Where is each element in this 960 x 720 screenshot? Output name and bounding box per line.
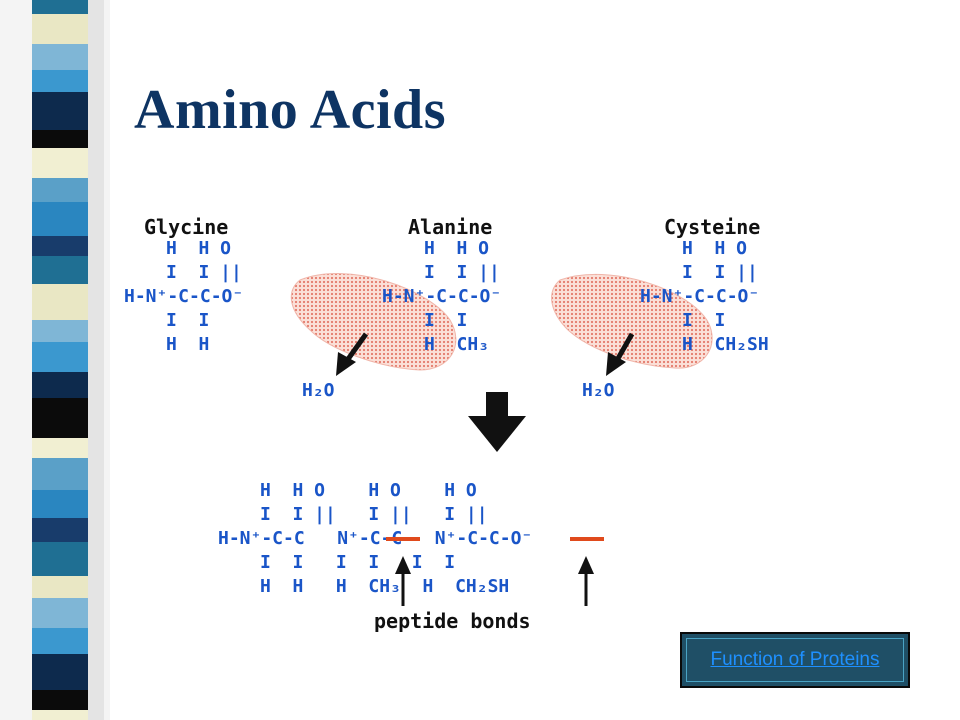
structure-row: I I I I I I <box>260 552 455 573</box>
reaction-arrow <box>468 392 526 452</box>
structure-row: H-N⁺-C-C-O⁻ <box>382 286 501 307</box>
glycine-structure: H H O I I || H-N⁺-C-C-O⁻ I I H H <box>124 238 243 355</box>
cysteine-structure: H H O I I || H-N⁺-C-C-O⁻ I I H CH₂SH <box>640 238 769 355</box>
function-of-proteins-link[interactable]: Function of Proteins <box>710 649 880 670</box>
peptide-bond-diagram: Glycine Alanine Cysteine H H O I I || H-… <box>124 215 769 633</box>
water-arrow-2 <box>606 332 635 376</box>
water-label-2: H₂O <box>582 380 615 401</box>
structure-row: I I <box>424 310 467 331</box>
alanine-structure: H H O I I || H-N⁺-C-C-O⁻ I I H CH₃ <box>382 238 501 355</box>
water-blob-2 <box>551 273 713 369</box>
water-blob-1 <box>290 273 457 371</box>
structure-row: H CH₂SH <box>682 334 769 355</box>
peptide-bonds-caption: peptide bonds <box>374 609 531 633</box>
structure-row: H H <box>166 334 209 355</box>
peptide-bond-pointer-2 <box>578 556 594 606</box>
water-arrow-1 <box>336 332 369 376</box>
function-of-proteins-link-box[interactable]: Function of Proteins <box>680 632 910 688</box>
amino-acid-name-alanine: Alanine <box>408 215 492 239</box>
link-box-inner: Function of Proteins <box>686 638 904 682</box>
structure-row: H H H CH₃ H CH₂SH <box>260 576 509 597</box>
structure-row: I I || <box>424 262 500 283</box>
structure-row: H-N⁺-C-C-O⁻ <box>124 286 243 307</box>
water-label-1: H₂O <box>302 380 335 401</box>
decorative-side-strip <box>0 0 110 720</box>
page-title: Amino Acids <box>134 79 446 141</box>
structure-row: I I <box>682 310 725 331</box>
structure-row: H H O <box>166 238 231 259</box>
structure-row: H CH₃ <box>424 334 489 355</box>
amino-acid-name-cysteine: Cysteine <box>664 215 760 239</box>
tripeptide-structure: H H O H O H O I I || I || I || H-N⁺-C-C … <box>218 480 532 597</box>
structure-row: H-N⁺-C-C-O⁻ <box>640 286 759 307</box>
structure-row: H-N⁺-C-C N⁺-C-C N⁺-C-C-O⁻ <box>218 528 532 549</box>
peptide-bond-pointer-1 <box>395 556 411 606</box>
structure-row: I I || I || I || <box>260 504 488 525</box>
structure-row: I I <box>166 310 209 331</box>
structure-row: I I || <box>682 262 758 283</box>
structure-row: H H O <box>424 238 489 259</box>
structure-row: H H O <box>682 238 747 259</box>
structure-row: I I || <box>166 262 242 283</box>
structure-row: H H O H O H O <box>260 480 477 501</box>
amino-acid-name-glycine: Glycine <box>144 215 228 239</box>
